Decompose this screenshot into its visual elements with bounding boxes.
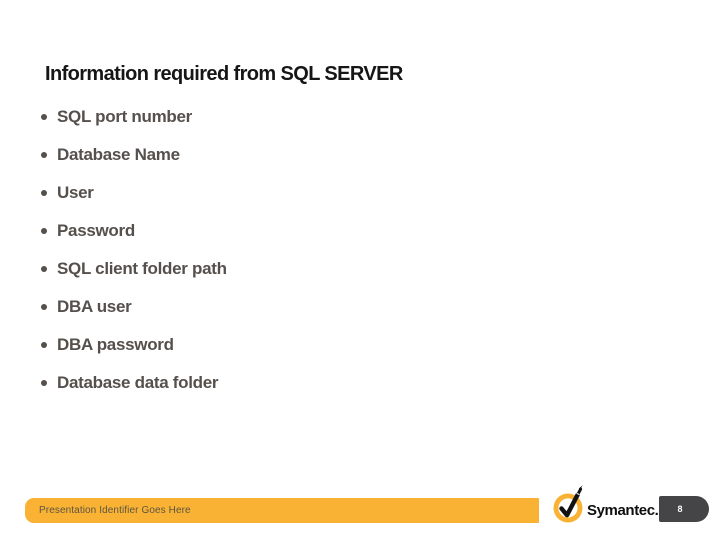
list-item: DBA password <box>41 326 227 364</box>
slide-title: Information required from SQL SERVER <box>45 63 403 85</box>
page-number: 8 <box>677 504 683 514</box>
bullet-text: DBA password <box>57 335 174 354</box>
bullet-dot-icon <box>41 266 47 272</box>
bullet-text: Database Name <box>57 145 180 164</box>
list-item: DBA user <box>41 288 227 326</box>
list-item: SQL port number <box>41 98 227 136</box>
bullet-dot-icon <box>41 380 47 386</box>
bullet-dot-icon <box>41 152 47 158</box>
bullet-text: User <box>57 183 94 202</box>
page-number-badge: 8 <box>659 496 709 522</box>
bullet-text: Password <box>57 221 135 240</box>
bullet-text: Database data folder <box>57 373 219 392</box>
list-item: Password <box>41 212 227 250</box>
list-item: User <box>41 174 227 212</box>
bullet-dot-icon <box>41 304 47 310</box>
bullet-dot-icon <box>41 114 47 120</box>
bullet-text: SQL client folder path <box>57 259 227 278</box>
bullet-text: SQL port number <box>57 107 192 126</box>
bullet-list: SQL port number Database Name User Passw… <box>41 98 227 402</box>
brand-wordmark: Symantec. <box>587 502 659 519</box>
bullet-dot-icon <box>41 190 47 196</box>
footer-identifier-bar: Presentation Identifier Goes Here <box>25 498 539 523</box>
bullet-dot-icon <box>41 228 47 234</box>
bullet-dot-icon <box>41 342 47 348</box>
symantec-logo-icon <box>552 482 585 526</box>
bullet-text: DBA user <box>57 297 132 316</box>
list-item: Database data folder <box>41 364 227 402</box>
footer-identifier-text: Presentation Identifier Goes Here <box>39 505 191 516</box>
list-item: Database Name <box>41 136 227 174</box>
list-item: SQL client folder path <box>41 250 227 288</box>
